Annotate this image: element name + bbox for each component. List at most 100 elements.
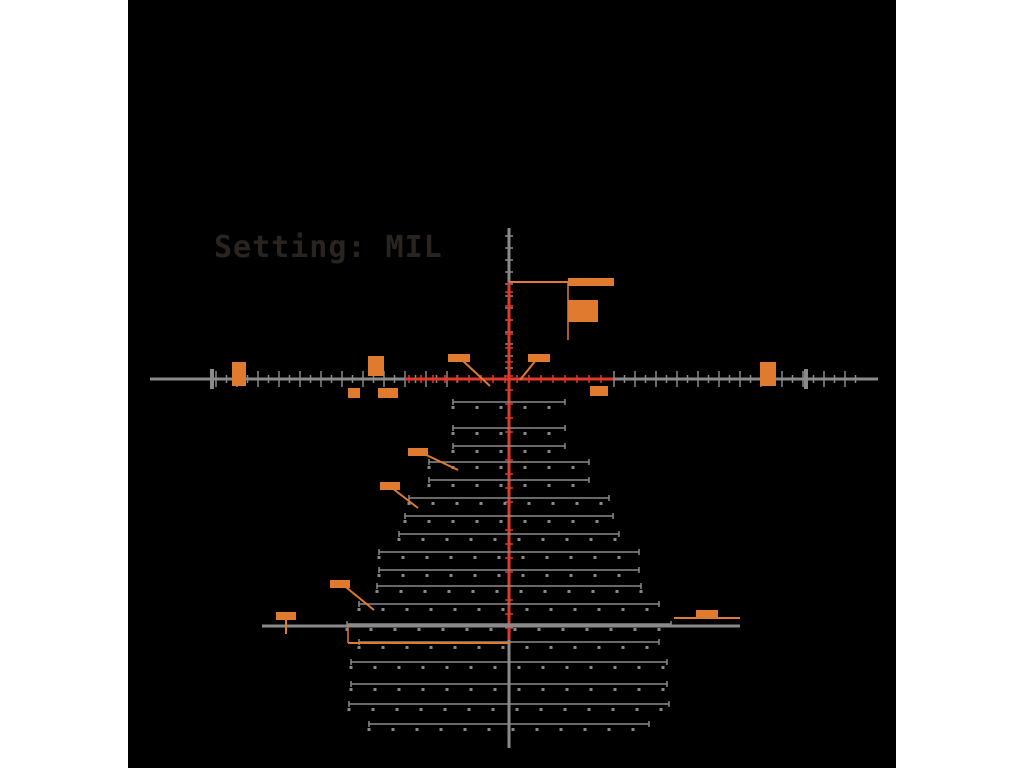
holdover-dot <box>475 450 479 453</box>
holdover-dot <box>523 432 527 435</box>
holdover-dot <box>607 728 611 731</box>
holdover-dot <box>589 688 593 691</box>
holdover-dot <box>631 728 635 731</box>
holdover-dot <box>499 520 503 523</box>
holdover-dot <box>523 450 527 453</box>
holdover-dot <box>493 688 497 691</box>
holdover-dot <box>405 646 409 649</box>
holdover-dot <box>493 538 497 541</box>
holdover-dot <box>489 628 493 631</box>
holdover-dot <box>391 728 395 731</box>
holdover-dot <box>373 666 377 669</box>
holdover-dot <box>393 628 397 631</box>
annotation-tree-label-1 <box>408 448 428 456</box>
holdover-dot <box>597 646 601 649</box>
holdover-dot <box>583 728 587 731</box>
holdover-dot <box>439 728 443 731</box>
annotation-tree-leader-3 <box>341 583 375 611</box>
left-end-post <box>210 369 214 389</box>
holdover-dot <box>567 590 571 593</box>
holdover-dot <box>589 538 593 541</box>
holdover-dot <box>451 484 455 487</box>
holdover-dot <box>477 646 481 649</box>
holdover-dot <box>499 406 503 409</box>
holdover-dot <box>661 688 665 691</box>
holdover-dot <box>523 520 527 523</box>
holdover-dot <box>349 688 353 691</box>
annotation-center-left-leader <box>461 359 491 387</box>
holdover-dot <box>425 574 429 577</box>
annotation-bottom-right-label <box>696 610 718 618</box>
holdover-dot <box>595 520 599 523</box>
holdover-dot <box>469 538 473 541</box>
holdover-dot <box>559 728 563 731</box>
holdover-dot <box>451 432 455 435</box>
holdover-dot <box>527 502 531 505</box>
holdover-dot <box>499 432 503 435</box>
holdover-dot <box>349 666 353 669</box>
annotation-tree-leader-2 <box>391 487 419 509</box>
annotation-center-left-label <box>448 354 470 362</box>
reticle-diagram <box>150 228 878 748</box>
annotation-left-inner-marker <box>368 356 384 376</box>
holdover-dot <box>491 708 495 711</box>
holdover-dot <box>659 708 663 711</box>
holdover-dot <box>397 688 401 691</box>
annotation-tree-leader-1 <box>419 451 459 471</box>
holdover-dot <box>473 556 477 559</box>
holdover-dot <box>645 646 649 649</box>
holdover-dot <box>451 520 455 523</box>
holdover-dot <box>415 728 419 731</box>
holdover-dot <box>445 538 449 541</box>
annotation-center-right-leader <box>519 359 537 381</box>
holdover-dot <box>517 688 521 691</box>
holdover-dot <box>549 608 553 611</box>
annotation-top-box <box>568 278 614 286</box>
holdover-dot <box>401 574 405 577</box>
holdover-dot <box>377 574 381 577</box>
holdover-dot <box>571 466 575 469</box>
annotation-right-tag <box>590 386 608 396</box>
holdover-dot <box>635 708 639 711</box>
holdover-dot <box>423 590 427 593</box>
holdover-dot <box>549 646 553 649</box>
holdover-dot <box>347 708 351 711</box>
holdover-dot <box>475 484 479 487</box>
holdover-dot <box>511 728 515 731</box>
holdover-dot <box>397 666 401 669</box>
holdover-dot <box>517 538 521 541</box>
annotation-center-right-label <box>528 354 550 362</box>
holdover-dot <box>395 708 399 711</box>
holdover-dot <box>539 708 543 711</box>
holdover-dot <box>427 520 431 523</box>
holdover-dot <box>497 574 501 577</box>
holdover-dot <box>613 538 617 541</box>
holdover-dot <box>575 502 579 505</box>
holdover-dot <box>621 608 625 611</box>
annotation-tree-label-3 <box>330 580 350 588</box>
holdover-dot <box>357 608 361 611</box>
holdover-dot <box>525 646 529 649</box>
holdover-dot <box>545 556 549 559</box>
holdover-dot <box>469 666 473 669</box>
holdover-dot <box>447 590 451 593</box>
holdover-dot <box>455 502 459 505</box>
holdover-dot <box>573 646 577 649</box>
holdover-dot <box>425 556 429 559</box>
holdover-dot <box>431 502 435 505</box>
holdover-dot <box>479 502 483 505</box>
holdover-dot <box>429 608 433 611</box>
holdover-dot <box>417 628 421 631</box>
holdover-dot <box>501 608 505 611</box>
holdover-dot <box>421 666 425 669</box>
holdover-dot <box>521 556 525 559</box>
holdover-dot <box>571 520 575 523</box>
holdover-dot <box>563 708 567 711</box>
holdover-dot <box>637 666 641 669</box>
holdover-dot <box>615 590 619 593</box>
holdover-dot <box>397 538 401 541</box>
holdover-dot <box>445 666 449 669</box>
holdover-dot <box>405 608 409 611</box>
holdover-dot <box>445 688 449 691</box>
